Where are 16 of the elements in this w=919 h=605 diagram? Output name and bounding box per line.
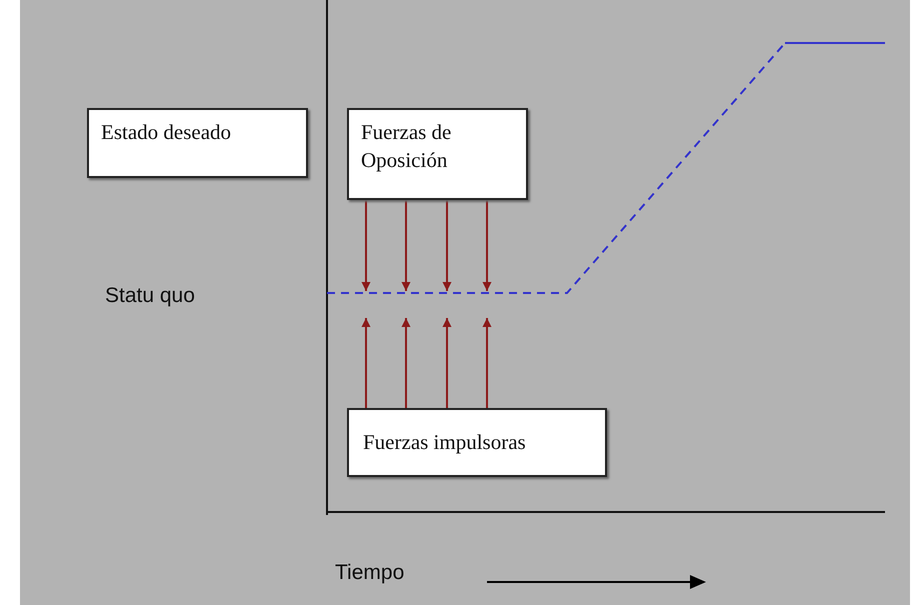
arrow [442,318,452,408]
text-box [347,108,528,200]
axis-label: Statu quo [105,284,195,308]
arrow [482,200,492,291]
box-label: Fuerzas impulsoras [363,429,526,456]
arrow [362,200,370,291]
box-label: Estado deseado [101,119,232,146]
arrow [402,200,410,291]
arrow [402,318,410,408]
text-box [87,108,308,178]
arrow [482,318,492,408]
arrow [362,318,370,408]
text-box [347,408,607,477]
axis-label: Tiempo [335,561,404,585]
box-label: Fuerzas de Oposición [361,119,452,174]
arrow [442,200,452,291]
